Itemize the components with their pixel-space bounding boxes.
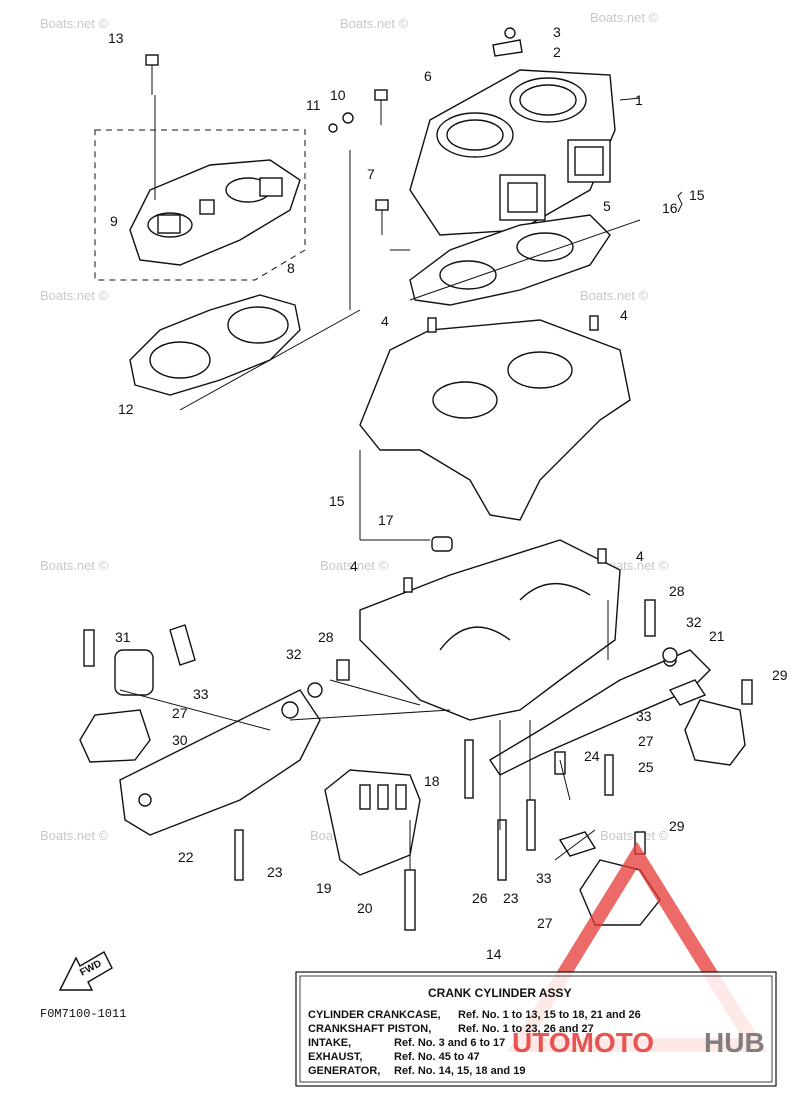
watermark: Boats.net © xyxy=(320,558,389,573)
callout-26: 26 xyxy=(472,890,488,906)
legend-row-ref: Ref. No. 1 to 13, 15 to 18, 21 and 26 xyxy=(458,1009,641,1021)
callout-12: 12 xyxy=(118,401,134,417)
engine-bracket-left xyxy=(119,689,321,836)
callout-6: 6 xyxy=(424,68,432,84)
callout-28: 28 xyxy=(669,583,685,599)
callout-bracket xyxy=(677,191,683,213)
callout-23: 23 xyxy=(503,890,519,906)
figure-code: F0M7100-1011 xyxy=(40,1007,126,1021)
callout-1: 1 xyxy=(635,92,643,108)
callout-19: 19 xyxy=(316,880,332,896)
callout-16: 16 xyxy=(662,200,678,216)
legend-row-name: CYLINDER CRANKCASE, xyxy=(308,1009,441,1021)
fwd-arrow: FWD xyxy=(58,951,113,991)
callout-29: 29 xyxy=(772,667,788,683)
callout-27: 27 xyxy=(638,733,654,749)
watermark: Boats.net © xyxy=(40,558,109,573)
callout-15: 15 xyxy=(329,493,345,509)
legend-row-ref: Ref. No. 14, 15, 18 and 19 xyxy=(394,1065,525,1077)
callout-23: 23 xyxy=(267,864,283,880)
callout-9: 9 xyxy=(110,213,118,229)
callout-18: 18 xyxy=(424,773,440,789)
callout-4: 4 xyxy=(636,548,644,564)
engine-mount-right xyxy=(684,699,746,766)
callout-29: 29 xyxy=(669,818,685,834)
callout-2: 2 xyxy=(553,44,561,60)
legend-title: CRANK CYLINDER ASSY xyxy=(428,986,572,1000)
callouts: 1 2 3 4 4 4 4 5 6 7 8 9 10 11 12 13 14 1… xyxy=(108,24,788,962)
watermark: Boats.net © xyxy=(340,16,409,31)
callout-5: 5 xyxy=(603,198,611,214)
watermark: Boats.net © xyxy=(600,828,669,843)
callout-17: 17 xyxy=(378,512,394,528)
callout-10: 10 xyxy=(330,87,346,103)
callout-30: 30 xyxy=(172,732,188,748)
callout-11: 11 xyxy=(306,97,321,113)
callout-25: 25 xyxy=(638,759,654,775)
legend-row-ref: Ref. No. 3 and 6 to 17 xyxy=(394,1037,505,1049)
watermark: Boats.net © xyxy=(40,288,109,303)
leader-lines xyxy=(119,95,641,870)
callout-4: 4 xyxy=(381,313,389,329)
callout-33: 33 xyxy=(536,870,552,886)
callout-15: 15 xyxy=(689,187,705,203)
callout-32: 32 xyxy=(286,646,302,662)
callout-21: 21 xyxy=(709,628,725,644)
callout-27: 27 xyxy=(172,705,188,721)
legend-row-ref: Ref. No. 45 to 47 xyxy=(394,1051,480,1063)
callout-4: 4 xyxy=(350,558,358,574)
legend-row-ref: Ref. No. 1 to 23, 26 and 27 xyxy=(458,1023,594,1035)
callout-32: 32 xyxy=(686,614,702,630)
engine-mount-left xyxy=(79,649,154,763)
callout-31: 31 xyxy=(115,629,131,645)
brand-text-red: UTOMOTO xyxy=(512,1027,654,1058)
legend-row-name: EXHAUST, xyxy=(308,1051,362,1063)
watermark: Boats.net © xyxy=(40,16,109,31)
callout-20: 20 xyxy=(357,900,373,916)
callout-13: 13 xyxy=(108,30,124,46)
callout-27: 27 xyxy=(537,915,553,931)
lower-crankcase xyxy=(359,539,621,721)
callout-33: 33 xyxy=(193,686,209,702)
callout-14: 14 xyxy=(486,946,502,962)
callout-33: 33 xyxy=(636,708,652,724)
callout-3: 3 xyxy=(553,24,561,40)
brand-wordmark: UTOMOTO HUB xyxy=(512,1027,765,1058)
callout-7: 7 xyxy=(367,166,375,182)
head-gasket xyxy=(129,294,301,396)
watermark: Boats.net © xyxy=(40,828,109,843)
watermark: Boats.net © xyxy=(580,288,649,303)
legend-box: CRANK CYLINDER ASSY CYLINDER CRANKCASE, … xyxy=(295,971,777,1087)
legend-row-name: CRANKSHAFT PISTON, xyxy=(308,1023,431,1035)
callout-22: 22 xyxy=(178,849,194,865)
cylinder-block xyxy=(409,69,641,236)
callout-28: 28 xyxy=(318,629,334,645)
brand-text-gray: HUB xyxy=(704,1027,765,1058)
watermark: Boats.net © xyxy=(590,10,659,25)
cylinder-head xyxy=(94,129,306,281)
upper-crankcase xyxy=(359,319,631,521)
legend-row-name: GENERATOR, xyxy=(308,1065,380,1077)
callout-8: 8 xyxy=(287,260,295,276)
legend-row-name: INTAKE, xyxy=(308,1037,351,1049)
callout-24: 24 xyxy=(584,748,600,764)
callout-4: 4 xyxy=(620,307,628,323)
generator xyxy=(324,769,421,876)
fasteners xyxy=(83,27,753,931)
